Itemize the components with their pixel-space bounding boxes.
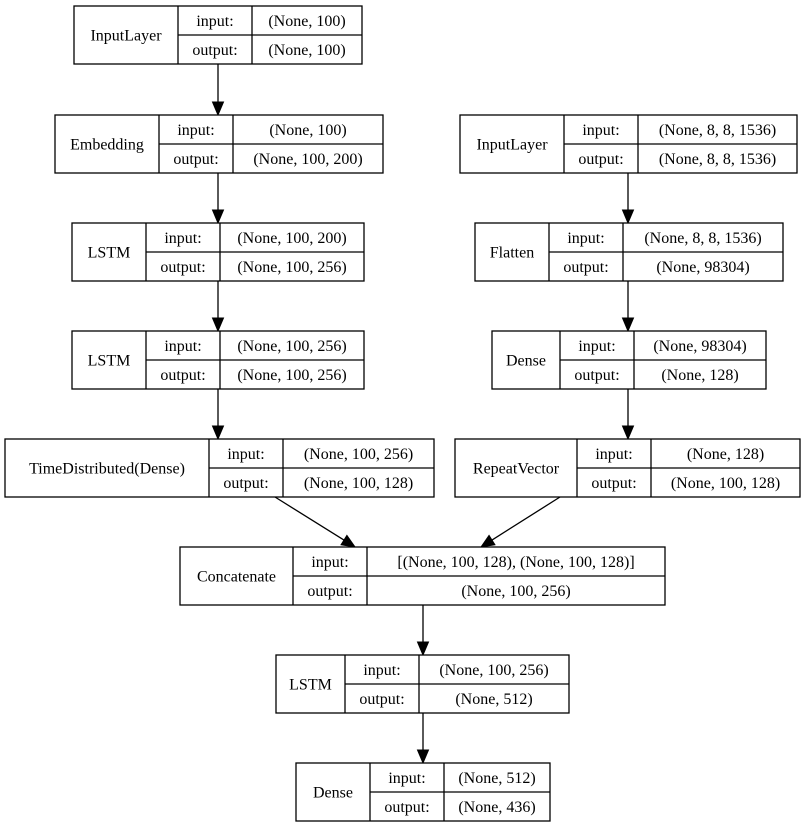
layer-name: Concatenate	[197, 569, 276, 586]
layer-node-n3: LSTM input: output: (None, 100, 200) (None, …	[71, 222, 365, 282]
output-shape: (None, 100, 200)	[253, 151, 362, 168]
output-label: output:	[223, 475, 268, 492]
output-label: output:	[563, 259, 608, 276]
edge-n1-n2	[211, 64, 225, 117]
output-label: output:	[160, 259, 205, 276]
layer-name: LSTM	[88, 245, 131, 262]
edges	[211, 64, 635, 765]
layer-name: Dense	[506, 353, 546, 370]
layer-name: LSTM	[289, 677, 332, 694]
input-label: input:	[363, 662, 400, 679]
input-shape: (None, 100)	[269, 122, 346, 139]
input-shape: (None, 100, 256)	[304, 446, 413, 463]
arrow-head-icon	[416, 749, 430, 765]
input-label: input:	[595, 446, 632, 463]
layer-node-n1: InputLayer input: output: (None, 100) (None,…	[73, 5, 363, 65]
arrow-head-icon	[621, 425, 635, 441]
input-shape: (None, 128)	[687, 446, 764, 463]
nodes: InputLayer input: output: (None, 100) (None,…	[4, 5, 801, 822]
output-label: output:	[591, 475, 636, 492]
edge-n8-n9	[621, 389, 635, 441]
output-label: output:	[574, 367, 619, 384]
input-label: input:	[578, 338, 615, 355]
output-label: output:	[192, 42, 237, 59]
output-shape: (None, 8, 8, 1536)	[659, 151, 776, 168]
input-shape: (None, 100, 256)	[439, 662, 548, 679]
input-shape: (None, 100)	[268, 13, 345, 30]
edge-n5-n10	[274, 496, 357, 548]
input-shape: (None, 100, 200)	[237, 230, 346, 247]
output-label: output:	[384, 799, 429, 816]
input-shape: (None, 98304)	[653, 338, 746, 355]
layer-node-n2: Embedding input: output: (None, 100) (None, …	[54, 114, 384, 174]
layer-node-n5: TimeDistributed(Dense) input: output: (None…	[4, 438, 435, 498]
layer-node-n8: Dense input: output: (None, 98304) (None, 12…	[491, 330, 767, 390]
layer-node-n10: Concatenate input: output: [(None, 100, 128…	[179, 546, 666, 606]
input-label: input:	[388, 770, 425, 787]
layer-name: LSTM	[88, 353, 131, 370]
input-label: input:	[164, 338, 201, 355]
input-label: input:	[567, 230, 604, 247]
layer-name: RepeatVector	[473, 461, 560, 478]
edge-n11-n12	[416, 713, 430, 765]
arrow-head-icon	[621, 209, 635, 225]
edge-n7-n8	[621, 281, 635, 333]
layer-name: Dense	[313, 785, 353, 802]
output-shape: (None, 100, 256)	[461, 583, 570, 600]
arrow-head-icon	[416, 641, 430, 657]
layer-name: TimeDistributed(Dense)	[29, 461, 185, 478]
output-shape: (None, 100)	[268, 42, 345, 59]
layer-node-n4: LSTM input: output: (None, 100, 256) (None, …	[71, 330, 365, 390]
input-label: input:	[582, 122, 619, 139]
layer-name: Flatten	[490, 245, 534, 262]
output-shape: (None, 100, 128)	[304, 475, 413, 492]
arrow-head-icon	[211, 317, 225, 333]
layer-node-n9: RepeatVector input: output: (None, 128) (Non…	[454, 438, 801, 498]
edge-n2-n3	[211, 173, 225, 225]
layer-node-n7: Flatten input: output: (None, 8, 8, 1536) (N…	[474, 222, 784, 282]
output-shape: (None, 100, 256)	[237, 259, 346, 276]
output-shape: (None, 436)	[458, 799, 535, 816]
arrow-head-icon	[211, 209, 225, 225]
input-label: input:	[164, 230, 201, 247]
arrow-head-icon	[479, 534, 496, 548]
output-label: output:	[307, 583, 352, 600]
output-shape: (None, 100, 256)	[237, 367, 346, 384]
input-label: input:	[177, 122, 214, 139]
input-shape: (None, 8, 8, 1536)	[659, 122, 776, 139]
arrow-head-icon	[621, 317, 635, 333]
edge-n6-n7	[621, 173, 635, 225]
input-label: input:	[196, 13, 233, 30]
input-label: input:	[311, 554, 348, 571]
input-shape: (None, 8, 8, 1536)	[644, 230, 761, 247]
edge-line	[491, 496, 561, 541]
output-shape: (None, 512)	[455, 691, 532, 708]
layer-node-n11: LSTM input: output: (None, 100, 256) (None, …	[275, 654, 570, 714]
output-label: output:	[160, 367, 205, 384]
layer-name: InputLayer	[476, 137, 548, 154]
edge-n9-n10	[479, 496, 561, 548]
input-shape: [(None, 100, 128), (None, 100, 128)]	[397, 554, 634, 571]
output-shape: (None, 98304)	[656, 259, 749, 276]
arrow-head-icon	[211, 101, 225, 117]
output-label: output:	[578, 151, 623, 168]
input-shape: (None, 100, 256)	[237, 338, 346, 355]
input-shape: (None, 512)	[458, 770, 535, 787]
layer-node-n6: InputLayer input: output: (None, 8, 8, 1536…	[459, 114, 798, 174]
input-label: input:	[227, 446, 264, 463]
output-label: output:	[173, 151, 218, 168]
layer-node-n12: Dense input: output: (None, 512) (None, 436)	[295, 762, 551, 822]
edge-line	[274, 496, 345, 541]
layer-name: InputLayer	[90, 28, 162, 45]
output-label: output:	[359, 691, 404, 708]
output-shape: (None, 128)	[661, 367, 738, 384]
output-shape: (None, 100, 128)	[671, 475, 780, 492]
edge-n3-n4	[211, 281, 225, 333]
edge-n10-n11	[416, 605, 430, 657]
arrow-head-icon	[211, 425, 225, 441]
layer-name: Embedding	[70, 137, 144, 154]
arrow-head-icon	[340, 534, 357, 548]
edge-n4-n5	[211, 389, 225, 441]
